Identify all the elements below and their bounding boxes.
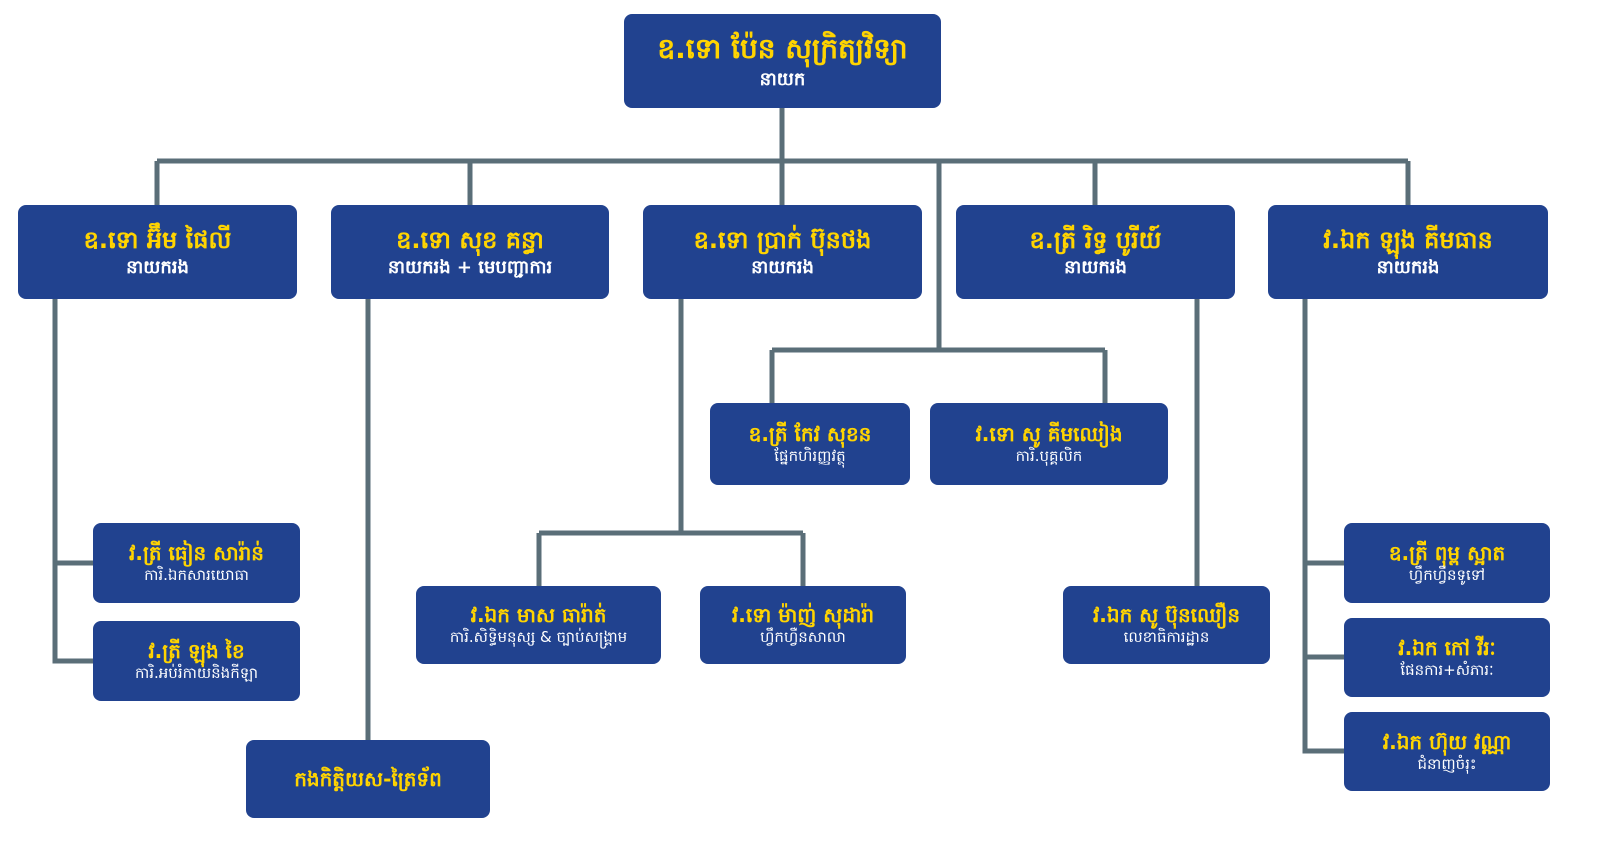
unit-name: វ.ត្រី ឡុង ខៃ [148, 639, 245, 664]
unit-name: វ.ឯក សូ ប៊ុនឈឿន [1092, 603, 1241, 628]
unit-role: ការិ.ឯកសារយោធា [144, 566, 249, 585]
deputy-box: ឧ.ទោ សុខ គន្ធា នាយករង + មេបញ្ជាការ [331, 205, 609, 299]
unit-box: វ.ឯក ហ៊ុយ វណ្ណា ជំនាញចំរុះ [1344, 712, 1550, 791]
unit-name: វ.ទោ សូ គីមឈៀង [975, 422, 1123, 447]
deputy-role: នាយករង [751, 256, 814, 278]
unit-role: ហ្វឹកហ្វឺនទូទៅ [1408, 566, 1486, 585]
unit-role: ជំនាញចំរុះ [1417, 754, 1477, 773]
unit-box: វ.ទោ ម៉ាញ់ សុដារ៉ា ហ្វឹកហ្វឺនសាលា [700, 586, 906, 664]
deputy-role: នាយករង [126, 256, 189, 278]
deputy-role: នាយករង + មេបញ្ជាការ [387, 256, 553, 278]
unit-role: ការិ.សិទ្ធិមនុស្ស & ច្បាប់សង្គ្រាម [449, 628, 628, 647]
unit-name: កងកិត្តិយស-ត្រៃទ័ព [294, 767, 442, 791]
unit-role: ផ្នែកហិរញ្ញវត្ថុ [774, 447, 846, 466]
deputy-role: នាយករង [1064, 256, 1127, 278]
director-name: ឧ.ទោ ប៉ែន សុក្រិត្យវិទ្យា [657, 32, 908, 66]
deputy-name: ឧ.ទោ អ៊ឹម ផៃលី [83, 225, 232, 254]
deputy-box: វ.ឯក ឡុង គីមធាន នាយករង [1268, 205, 1548, 299]
unit-name: ឧ.ត្រី ពុម្ព ស្អាត [1388, 541, 1506, 566]
deputy-name: ឧ.ទោ សុខ គន្ធា [396, 225, 544, 254]
unit-role: ការិ.បុគ្គលិក [1015, 447, 1083, 466]
unit-box: វ.ឯក មាស ធារ៉ាត់ ការិ.សិទ្ធិមនុស្ស & ច្ប… [416, 586, 661, 664]
personnel-box: វ.ទោ សូ គីមឈៀង ការិ.បុគ្គលិក [930, 403, 1168, 485]
deputy-name: ឧ.ទោ ប្រាក់ ប៊ុនថង [693, 225, 872, 254]
unit-role: លេខាធិការដ្ឋាន [1123, 628, 1210, 647]
unit-name: ឧ.ត្រី កែវ សុខន [748, 422, 872, 447]
unit-box: វ.ត្រី ឡុង ខៃ ការិ.អប់រំកាយនិងកីឡា [93, 621, 300, 701]
unit-name: វ.ឯក មាស ធារ៉ាត់ [470, 603, 607, 628]
deputy-name: វ.ឯក ឡុង គីមធាន [1323, 225, 1493, 254]
unit-role: ផែនការ+សំភារៈ [1400, 660, 1494, 679]
director-box: ឧ.ទោ ប៉ែន សុក្រិត្យវិទ្យា នាយក [624, 14, 941, 108]
deputy-box: ឧ.ត្រី រិទ្ធ បូរីយ៍ នាយករង [956, 205, 1235, 299]
honor-guard-box: កងកិត្តិយស-ត្រៃទ័ព [246, 740, 490, 818]
unit-name: វ.ឯក ហ៊ុយ វណ្ណា [1382, 729, 1512, 754]
unit-name: វ.ទោ ម៉ាញ់ សុដារ៉ា [731, 603, 875, 628]
unit-name: វ.ត្រី ធៀន សារ៉ាន់ [129, 541, 264, 566]
unit-role: ការិ.អប់រំកាយនិងកីឡា [134, 664, 259, 683]
unit-box: វ.ឯក សូ ប៊ុនឈឿន លេខាធិការដ្ឋាន [1063, 586, 1270, 664]
director-role: នាយក [759, 68, 806, 90]
unit-box: វ.ត្រី ធៀន សារ៉ាន់ ការិ.ឯកសារយោធា [93, 523, 300, 603]
unit-name: វ.ឯក កៅ វីរៈ [1398, 635, 1496, 660]
deputy-role: នាយករង [1376, 256, 1440, 278]
deputy-box: ឧ.ទោ អ៊ឹម ផៃលី នាយករង [18, 205, 297, 299]
unit-role: ហ្វឹកហ្វឺនសាលា [760, 628, 846, 647]
unit-box: វ.ឯក កៅ វីរៈ ផែនការ+សំភារៈ [1344, 618, 1550, 697]
deputy-box: ឧ.ទោ ប្រាក់ ប៊ុនថង នាយករង [643, 205, 922, 299]
unit-box: ឧ.ត្រី ពុម្ព ស្អាត ហ្វឹកហ្វឺនទូទៅ [1344, 523, 1550, 603]
finance-box: ឧ.ត្រី កែវ សុខន ផ្នែកហិរញ្ញវត្ថុ [710, 403, 910, 485]
deputy-name: ឧ.ត្រី រិទ្ធ បូរីយ៍ [1029, 225, 1162, 254]
